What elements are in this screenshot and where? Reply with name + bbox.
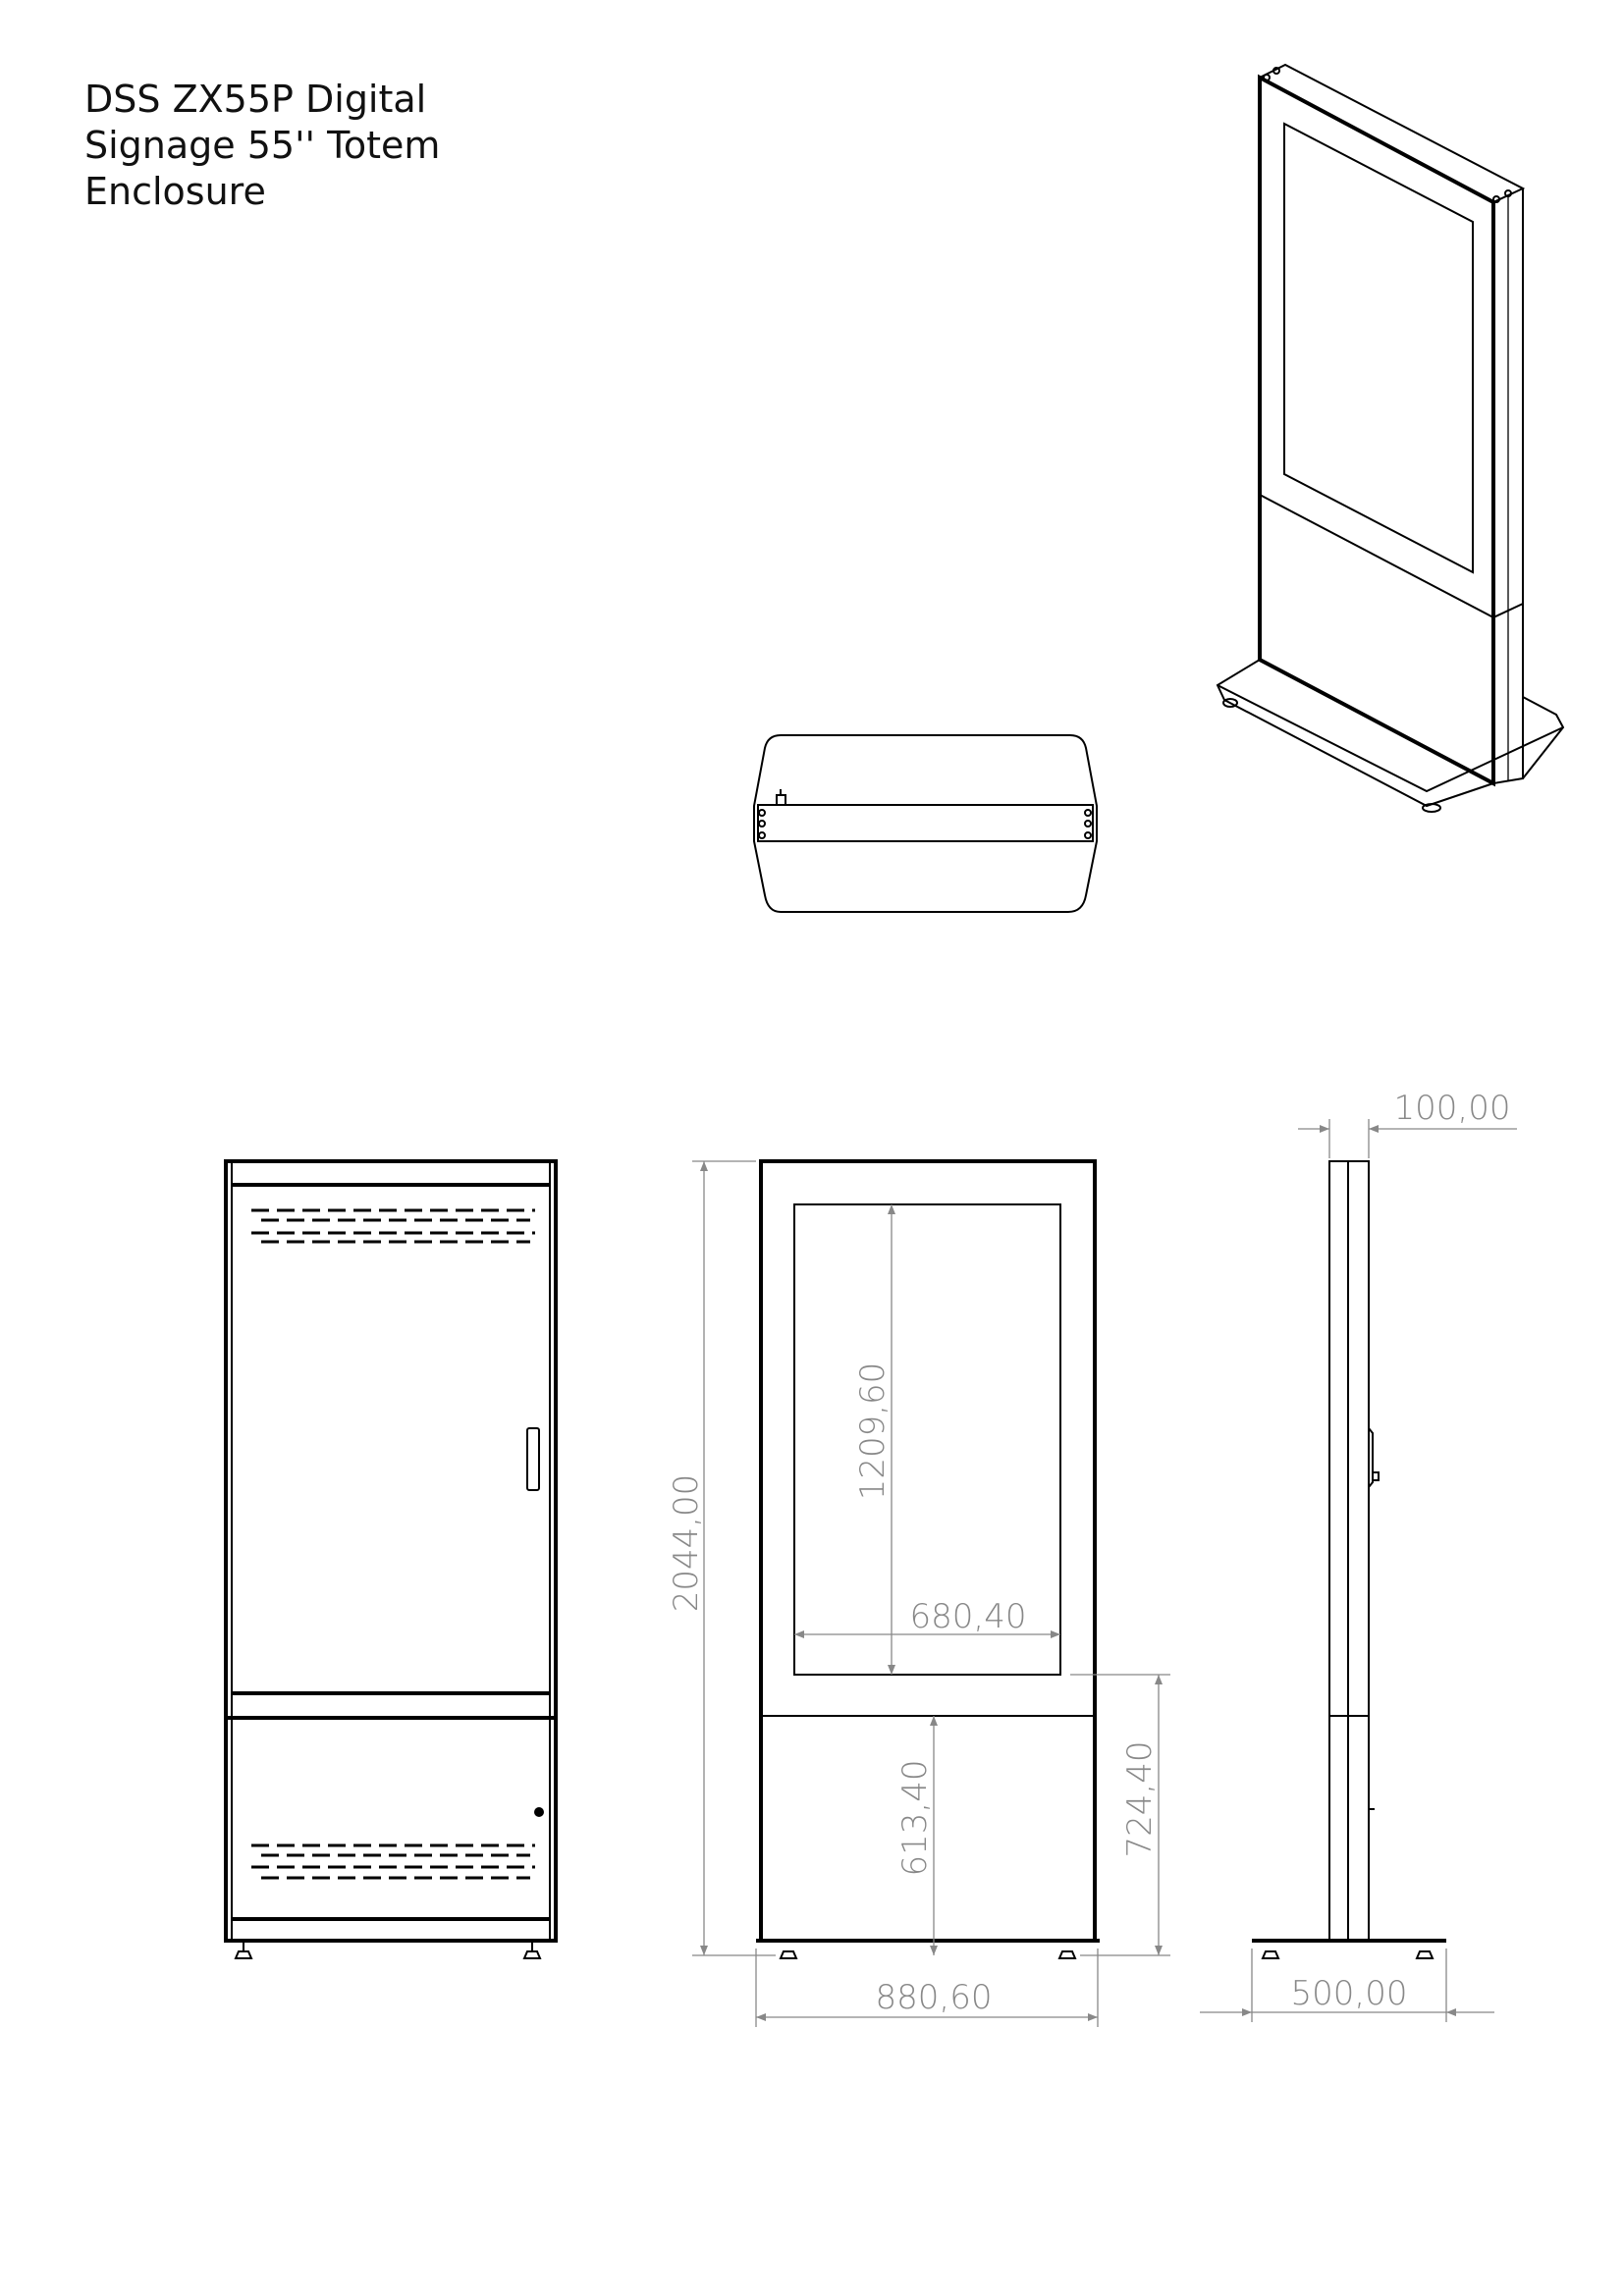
dim-overall-width: 880,60	[876, 1978, 993, 2017]
side-view: 100,00 500,00	[1200, 1089, 1517, 2022]
dim-screen-width: 680,40	[910, 1597, 1027, 1636]
dim-depth: 100,00	[1394, 1089, 1511, 1128]
rear-view	[224, 1159, 558, 1959]
dim-screen-height: 1209,60	[853, 1362, 893, 1501]
dim-overall-height: 2044,00	[667, 1474, 706, 1613]
top-view	[753, 734, 1098, 913]
dim-screen-bottom-height: 724,40	[1120, 1741, 1160, 1858]
drawing-title: DSS ZX55P Digital Signage 55'' Totem Enc…	[84, 77, 440, 215]
dim-lower-panel-height: 613,40	[895, 1760, 935, 1877]
front-view: 2044,00 1209,60 680,40 613,40 724,40 880…	[667, 1159, 1170, 2027]
title-line-2: Signage 55'' Totem	[84, 124, 441, 167]
lock-icon	[534, 1807, 544, 1817]
dim-base-depth: 500,00	[1291, 1974, 1408, 2013]
title-line-3: Enclosure	[84, 170, 266, 213]
title-line-1: DSS ZX55P Digital	[84, 78, 427, 121]
door-handle-icon	[526, 1427, 540, 1491]
isometric-view	[1216, 63, 1565, 813]
